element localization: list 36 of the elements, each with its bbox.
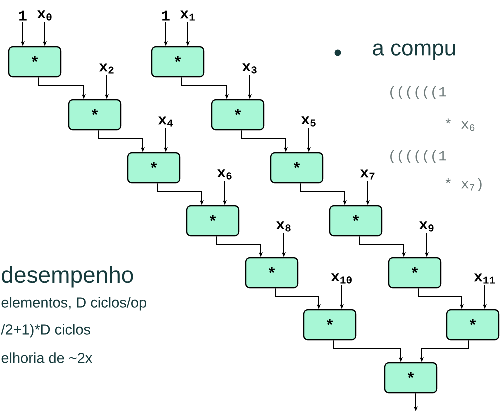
- multiply-box: *: [384, 362, 438, 394]
- slide-text: elementos, D ciclos/op: [2, 297, 146, 311]
- input-label: 1: [162, 10, 170, 21]
- multiply-box: *: [329, 205, 383, 237]
- input-label: x$_{5}$: [301, 116, 316, 127]
- slide-text: desempenho: [2, 266, 134, 288]
- multiply-box: *: [388, 257, 442, 289]
- input-label: x$_{4}$: [158, 116, 174, 127]
- input-label: x$_{3}$: [242, 64, 257, 74]
- multiply-box: *: [303, 309, 357, 341]
- multiply-box: *: [270, 152, 324, 184]
- multiply-box: *: [446, 309, 500, 341]
- multiply-box: *: [68, 99, 122, 131]
- input-label: x$_{6}$: [217, 170, 232, 180]
- input-label: x$_{0}$: [37, 10, 52, 21]
- slide-text: elhoria de ~2x: [2, 352, 93, 364]
- slide-text: ((((((1: [390, 86, 446, 100]
- multiply-box: *: [8, 46, 62, 78]
- multiply-box: *: [186, 205, 240, 237]
- slide-text: /2+1)*D ciclos: [1, 324, 90, 338]
- input-label: x$_{9}$: [419, 222, 434, 232]
- multiply-box: *: [211, 99, 265, 131]
- multiply-box: *: [245, 257, 299, 289]
- input-label: x$_{7}$: [360, 170, 375, 180]
- slide-text: a compu: [373, 44, 456, 60]
- slide-text: * x$_{6}$: [446, 118, 475, 132]
- input-label: x$_{2}$: [99, 64, 114, 74]
- input-label: x$_{10}$: [331, 274, 352, 284]
- multiply-box: *: [127, 152, 181, 184]
- input-label: 1: [20, 10, 27, 21]
- input-label: x$_{11}$: [474, 274, 496, 284]
- slide-text: * x$_{7}$): [446, 178, 482, 192]
- multiply-box: *: [151, 46, 205, 78]
- input-label: x$_{8}$: [276, 222, 291, 232]
- slide-text: ((((((1: [390, 150, 446, 164]
- input-label: x$_{1}$: [180, 10, 195, 21]
